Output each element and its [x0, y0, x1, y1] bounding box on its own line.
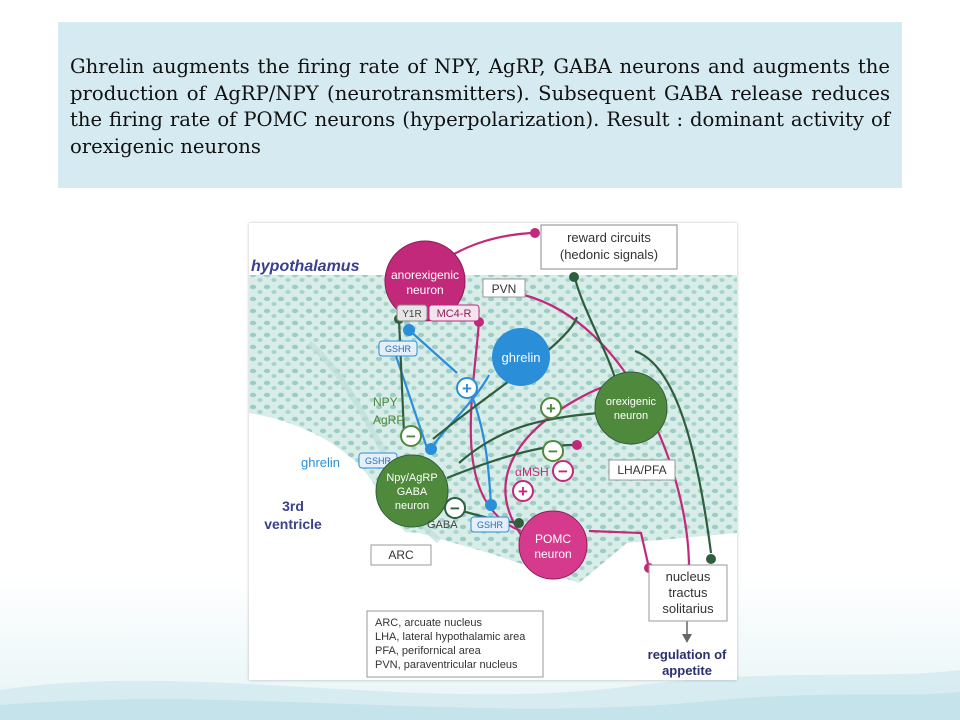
lha-pfa-box [608, 459, 676, 481]
npy-agrp-gaba-neuron-label: Npy/AgRP [386, 472, 437, 484]
mc4r-label: MC4-R [437, 308, 472, 320]
pvn-label: PVN [492, 282, 517, 296]
background-wave [0, 670, 960, 720]
arc-label: ARC [388, 548, 414, 562]
npy-label: NPY [373, 395, 398, 409]
gshr-label-left: GSHR [365, 456, 392, 466]
third-ventricle-label: 3rd [282, 498, 304, 514]
orexigenic-neuron-sublabel: neuron [614, 410, 648, 422]
svg-text:+: + [518, 482, 528, 501]
title-box: Ghrelin augments the firing rate of NPY,… [58, 22, 902, 188]
minus-marker: − [552, 460, 574, 482]
legend-item: PFA, perifornical area [375, 645, 482, 657]
orexigenic-neuron [594, 371, 668, 445]
regulation-label: regulation of [648, 647, 727, 662]
nts-label: nucleus [666, 569, 711, 584]
pomc-neuron [518, 510, 588, 580]
svg-text:+: + [462, 379, 472, 398]
nts-box [648, 564, 728, 622]
hypothalamus-diagram: hypothalamus reward circuits (hedonic si… [249, 223, 737, 680]
gshr-tag-bottom [470, 516, 510, 533]
gshr-label-bottom: GSHR [477, 520, 504, 530]
third-ventricle-sublabel: ventricle [264, 516, 322, 532]
reward-circuits-label: reward circuits [567, 230, 651, 245]
reward-circuits-sublabel: (hedonic signals) [560, 247, 658, 262]
legend-item: LHA, lateral hypothalamic area [375, 631, 526, 643]
mc4r-tag [428, 304, 480, 322]
y1r-tag [396, 304, 428, 322]
svg-text:−: − [406, 427, 416, 446]
minus-marker: − [400, 425, 422, 447]
minus-marker: − [444, 497, 466, 519]
legend-item: ARC, arcuate nucleus [375, 617, 482, 629]
third-ventricle-gap [249, 413, 409, 535]
hypothalamus-label: hypothalamus [251, 258, 360, 275]
slide-title: Ghrelin augments the firing rate of NPY,… [70, 55, 890, 158]
npy-agrp-gaba-neuron-sublabel2: neuron [395, 500, 429, 512]
regulation-sublabel: appetite [662, 663, 712, 678]
ghrelin-side-label: ghrelin [301, 455, 340, 470]
anorexigenic-neuron-label: anorexigenic [391, 268, 459, 282]
gshr-label-top: GSHR [385, 344, 412, 354]
nts-sublabel: tractus [668, 585, 708, 600]
pvn-box [482, 278, 526, 298]
orexigenic-neuron-label: orexigenic [606, 396, 657, 408]
pomc-neuron-label: POMC [535, 532, 571, 546]
lha-pfa-label: LHA/PFA [617, 463, 666, 477]
nts-sublabel2: solitarius [662, 601, 714, 616]
reward-circuits-box [540, 224, 678, 270]
y1r-label: Y1R [402, 309, 421, 320]
pomc-neuron-sublabel: neuron [534, 547, 571, 561]
svg-text:+: + [546, 399, 556, 418]
svg-text:−: − [558, 462, 568, 481]
gshr-tag-top [378, 340, 418, 357]
tissue-background [249, 275, 737, 583]
arc-box [370, 544, 432, 566]
gaba-label: GABA [427, 519, 458, 531]
plus-marker: + [540, 397, 562, 419]
npy-agrp-gaba-neuron [375, 454, 449, 528]
plus-marker: + [512, 480, 534, 502]
regulation-arrow-icon [682, 634, 692, 643]
svg-text:−: − [450, 499, 460, 518]
plus-marker: + [456, 377, 478, 399]
legend-item: PVN, paraventricular nucleus [375, 659, 518, 671]
agrp-label: AgRP [373, 413, 404, 427]
amsh-label: αMSH [515, 465, 549, 479]
ghrelin-source [492, 328, 550, 386]
svg-text:−: − [548, 442, 558, 461]
minus-marker: − [542, 440, 564, 462]
anorexigenic-neuron-sublabel: neuron [406, 283, 443, 297]
npy-agrp-gaba-neuron-sublabel: GABA [397, 486, 428, 498]
legend-box [366, 610, 544, 678]
ghrelin-source-label: ghrelin [501, 350, 540, 365]
